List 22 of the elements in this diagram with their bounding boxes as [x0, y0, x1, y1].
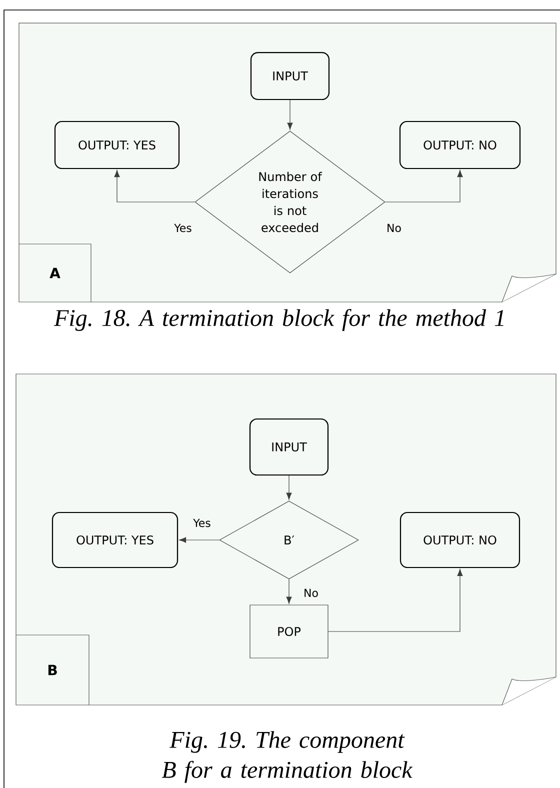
terminal-box: OUTPUT: NO	[399, 120, 521, 170]
arrow	[114, 170, 195, 202]
terminal-box: INPUT	[250, 52, 330, 100]
edge-label: No	[304, 588, 318, 598]
arrow	[286, 579, 292, 604]
arrow	[287, 100, 293, 130]
process-box: POP	[250, 604, 328, 658]
terminal-box: OUTPUT: YES	[52, 512, 178, 568]
terminal-box: INPUT	[249, 418, 329, 476]
figure-caption: Fig. 19. The component B for a termination block	[162, 731, 413, 783]
terminal-box: OUTPUT: NO	[400, 512, 520, 568]
panel-letter: B	[16, 634, 90, 706]
edge-label: Yes	[193, 518, 210, 528]
panel-letter: A	[18, 244, 92, 302]
arrow	[328, 569, 463, 632]
edge-label: No	[388, 224, 401, 232]
arrow	[286, 475, 292, 500]
terminal-box: OUTPUT: YES	[54, 120, 180, 170]
arrow	[178, 537, 220, 543]
edge-label: Yes	[174, 224, 192, 232]
arrow	[385, 170, 463, 202]
figure-caption: Fig. 18. A termination block for the method 1	[54, 309, 504, 332]
